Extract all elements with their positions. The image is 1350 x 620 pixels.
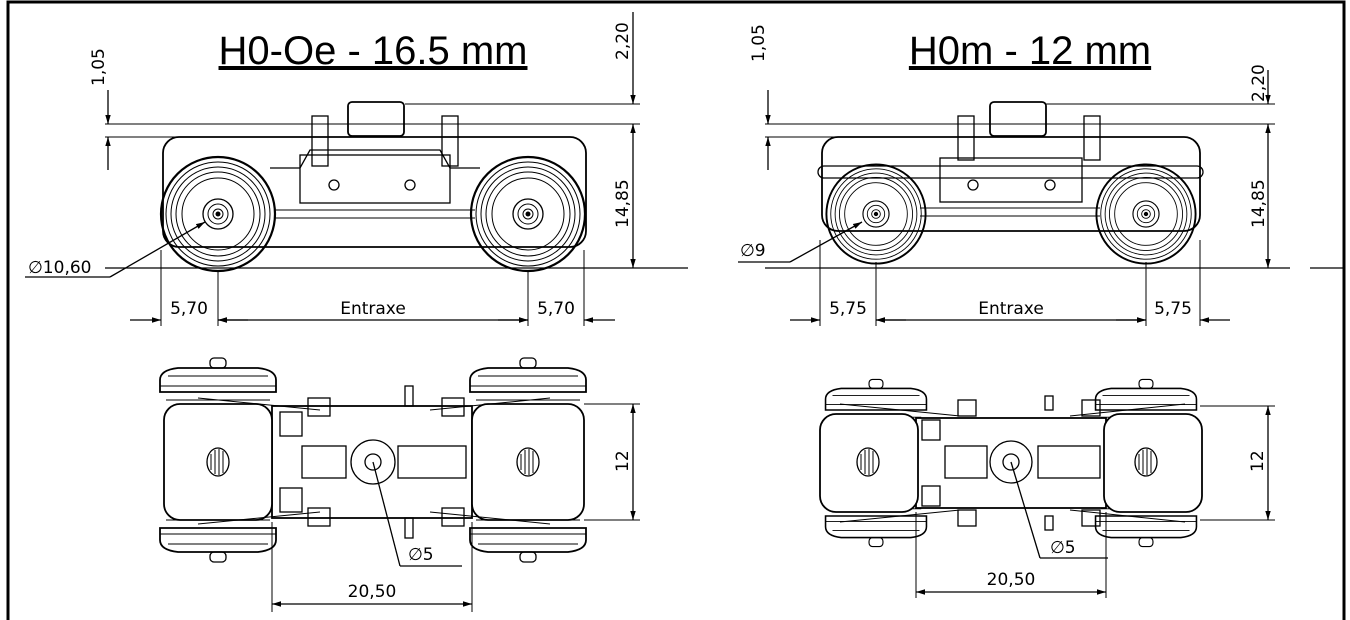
right-dim-diameter: ∅9 <box>740 241 766 261</box>
left-dim-20-50: 20,50 <box>348 582 397 602</box>
left-side-view <box>159 101 587 273</box>
right-dim-14-85: 14,85 <box>1249 179 1269 228</box>
left-dim-entraxe: Entraxe <box>340 299 406 319</box>
left-drawing: H0-Oe - 16.5 mm 1,05 2,20 <box>25 12 688 612</box>
left-dim-5-70-a: 5,70 <box>170 299 208 319</box>
left-dim-5-70-b: 5,70 <box>537 299 575 319</box>
left-dim-pivot: ∅5 <box>408 545 434 565</box>
right-side-view <box>817 101 1204 265</box>
right-drawing: H0m - 12 mm 1,05 2,20 <box>738 24 1345 598</box>
page-frame <box>6 0 1346 620</box>
right-dim-pivot: ∅5 <box>1050 538 1076 558</box>
right-dim-1-05: 1,05 <box>749 24 769 62</box>
right-dim-entraxe: Entraxe <box>978 299 1044 319</box>
right-dim-12: 12 <box>1248 450 1268 472</box>
left-dim-diameter: ∅10,60 <box>28 258 91 278</box>
left-top-view <box>159 357 587 563</box>
left-title: H0-Oe - 16.5 mm <box>219 29 528 73</box>
right-title: H0m - 12 mm <box>909 29 1151 73</box>
right-dim-5-75-b: 5,75 <box>1154 299 1192 319</box>
left-dim-2-20: 2,20 <box>613 22 633 60</box>
right-dim-2-20: 2,20 <box>1249 64 1269 102</box>
left-dim-12: 12 <box>613 450 633 472</box>
right-dim-5-75-a: 5,75 <box>829 299 867 319</box>
left-dim-1-05: 1,05 <box>89 48 109 86</box>
left-dim-14-85: 14,85 <box>613 179 633 228</box>
right-dim-20-50: 20,50 <box>987 570 1036 590</box>
